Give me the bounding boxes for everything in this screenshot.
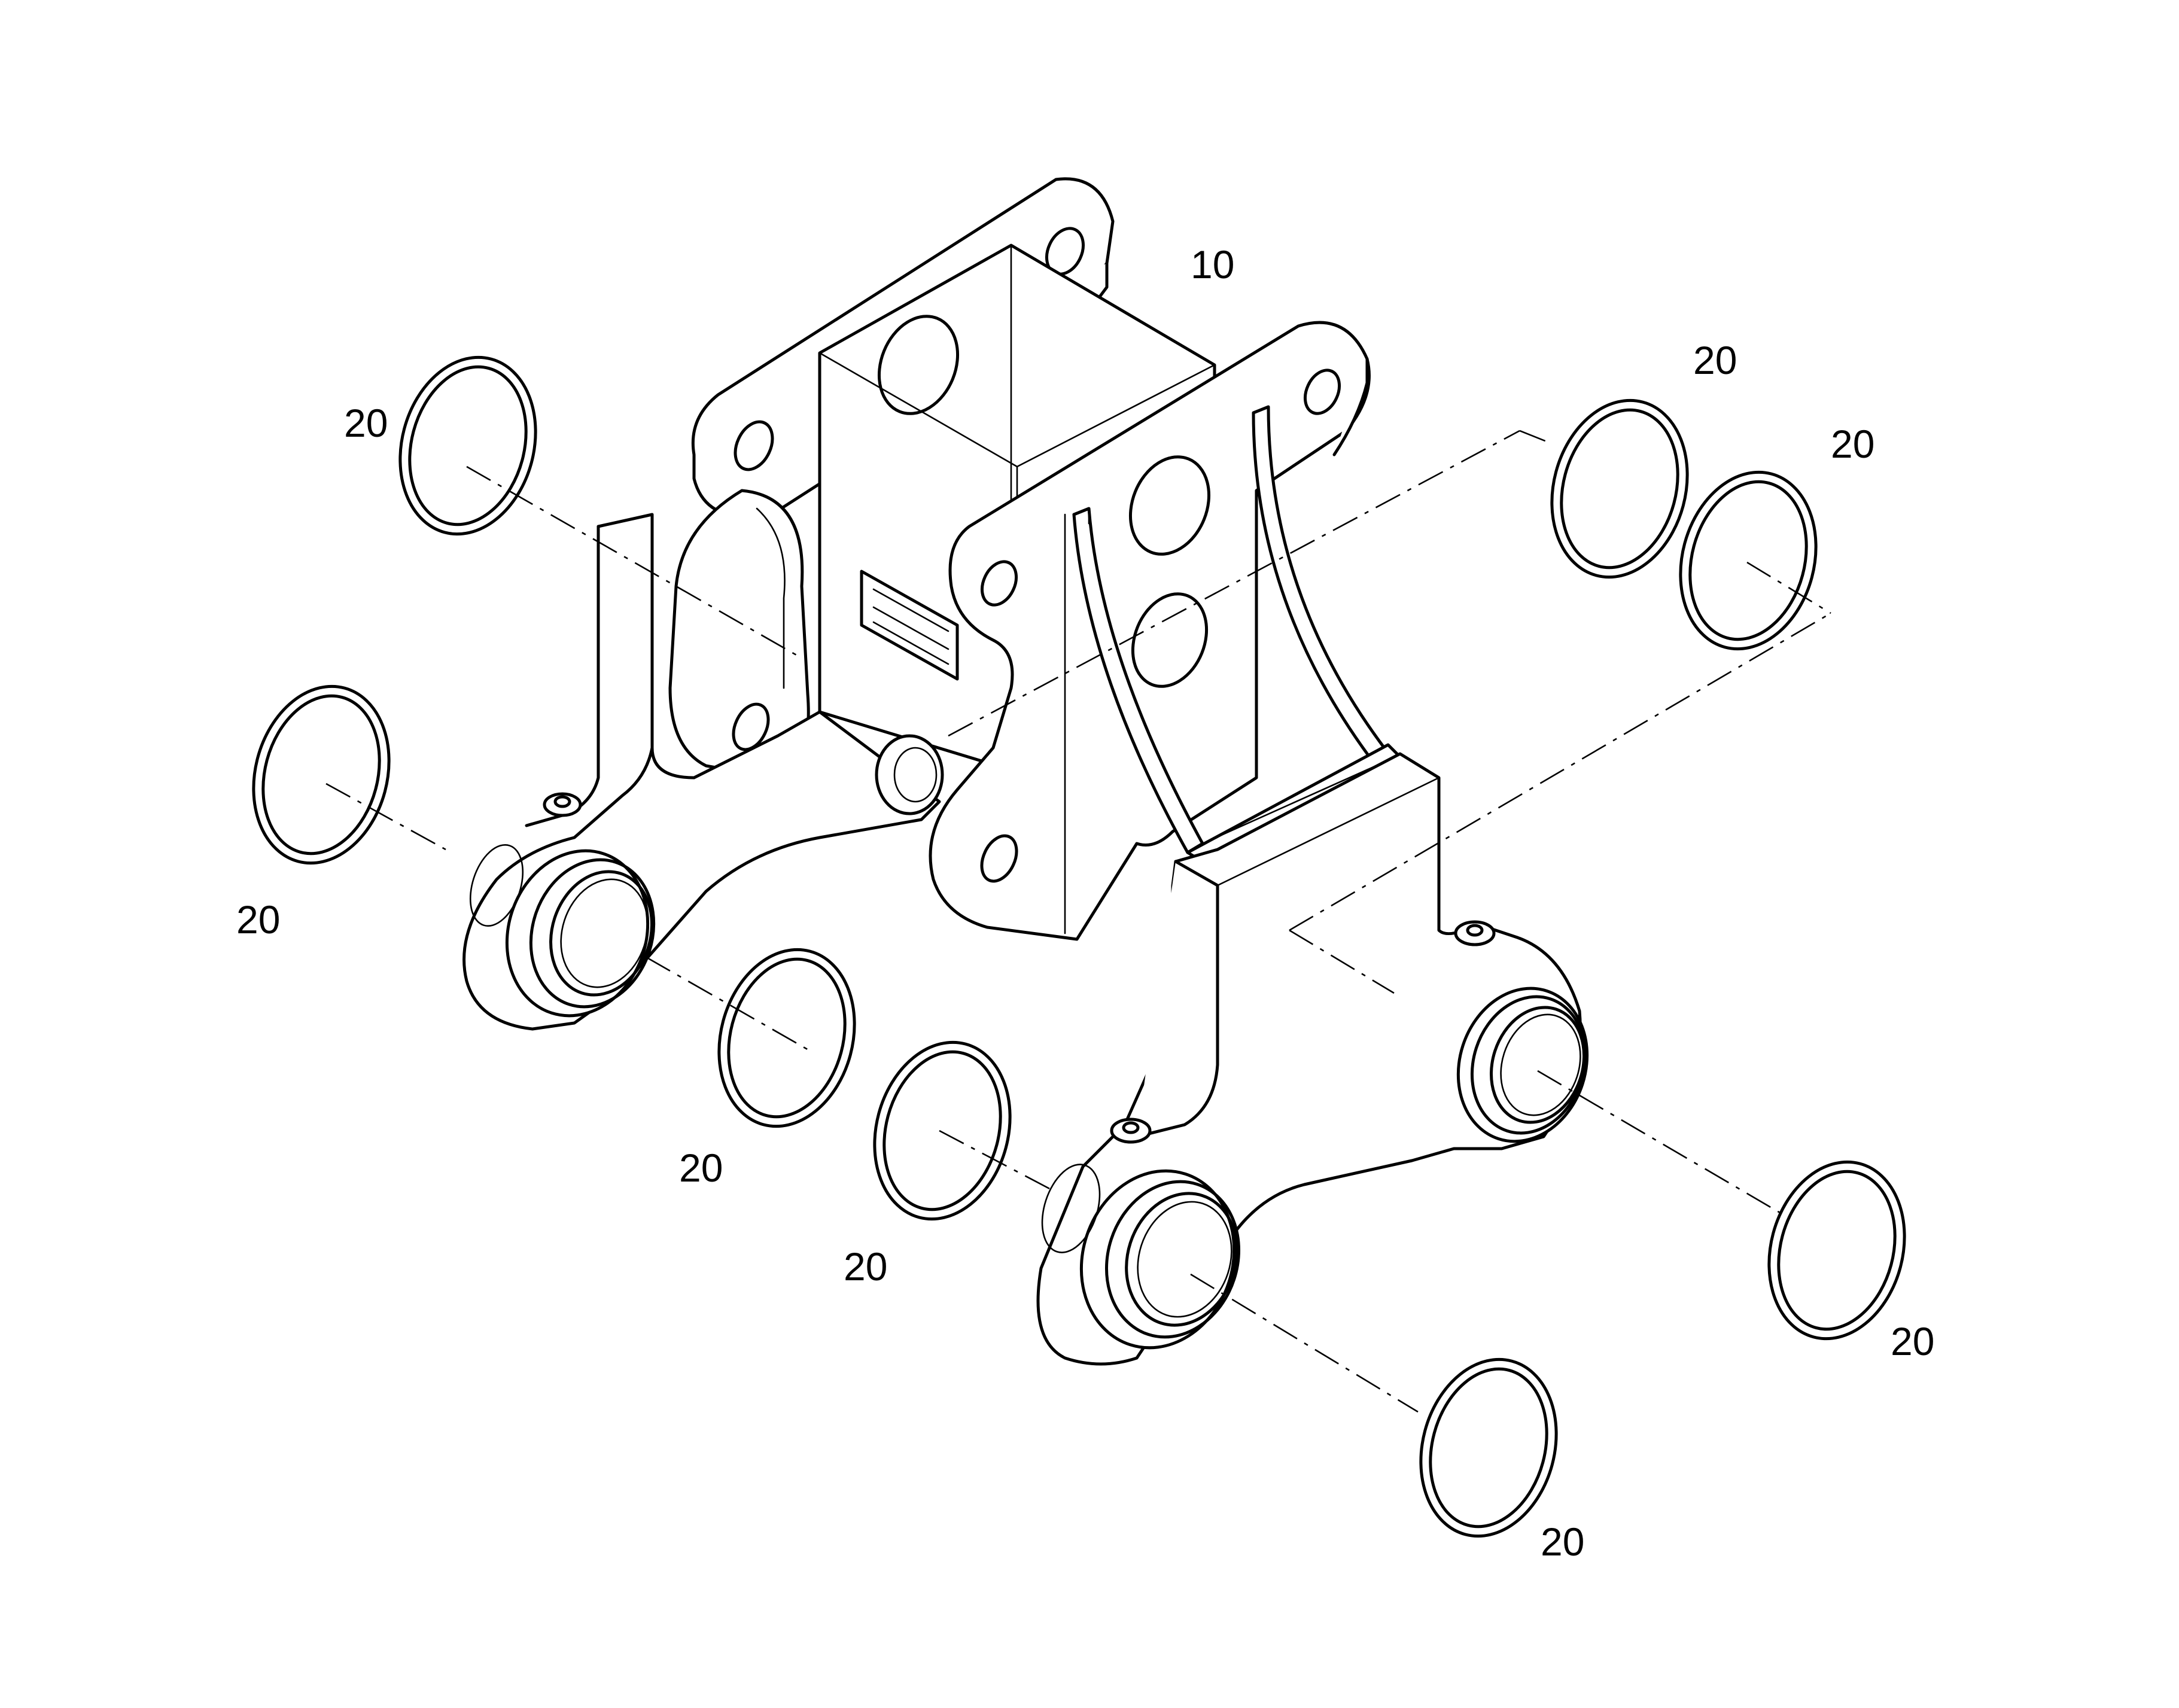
retaining-rings (252, 355, 1906, 1538)
ring-upper-right-2 (1679, 470, 1818, 651)
callout-20-lower-left: 20 (679, 1146, 723, 1190)
callout-labels: 10 20 20 20 20 20 20 20 20 (236, 242, 1934, 1564)
front-right-arm (1036, 752, 1589, 1366)
callout-20-lower-right: 20 (1891, 1319, 1934, 1363)
rear-left-arm (462, 513, 941, 1031)
callout-20-upper-left: 20 (344, 401, 388, 445)
center-lines (325, 430, 1831, 1413)
callout-20-mid-left: 20 (236, 897, 280, 942)
rear-hidden-boss (875, 734, 944, 815)
ring-upper-right-1 (1550, 398, 1689, 579)
ring-lower-center (873, 1040, 1012, 1221)
ring-mid-left (252, 684, 391, 865)
callout-20-bottom: 20 (1541, 1520, 1584, 1564)
ring-lower-left (717, 948, 856, 1128)
ring-lower-right (1767, 1160, 1906, 1341)
callout-10: 10 (1191, 242, 1234, 287)
gussets (1072, 405, 1402, 863)
nameplate (860, 570, 959, 681)
callout-20-lower-center: 20 (844, 1244, 887, 1289)
ring-bottom (1419, 1357, 1558, 1538)
callout-20-upper-right-1: 20 (1693, 338, 1737, 382)
ring-upper-left (398, 355, 537, 536)
callout-20-upper-right-2: 20 (1831, 422, 1874, 466)
